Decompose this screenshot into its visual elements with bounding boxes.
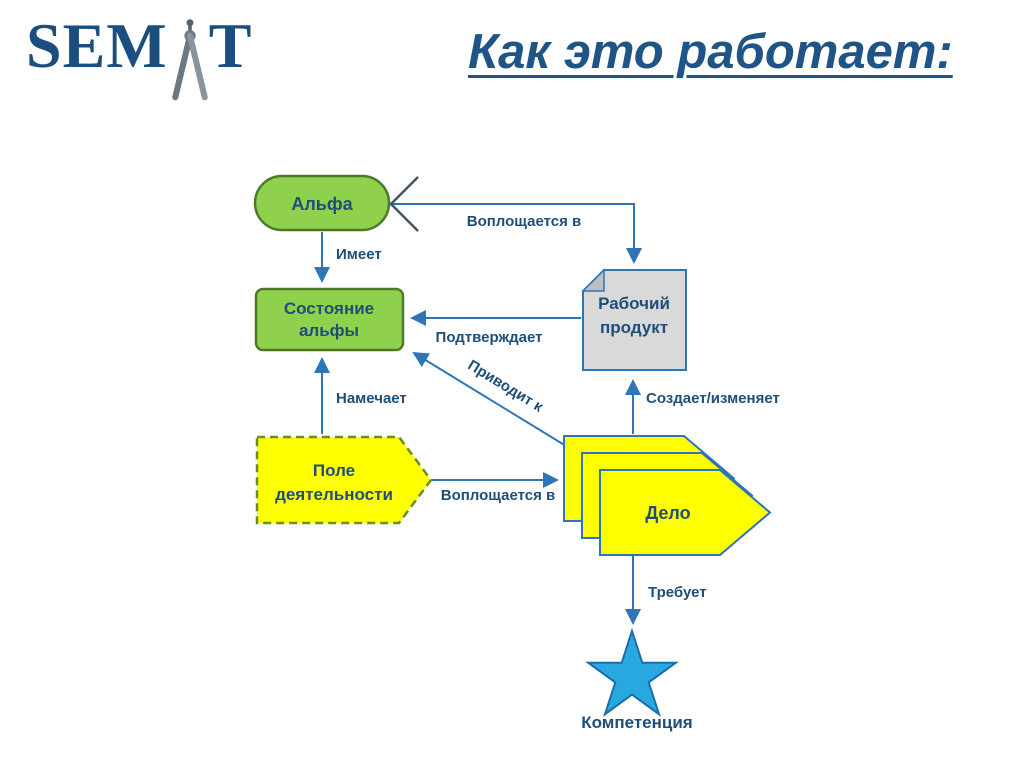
edge-label-outlines: Намечает [336,390,407,407]
edge-label-requires: Требует [648,584,707,601]
many-fork-icon [389,176,419,232]
alpha-node-label: Альфа [291,194,353,214]
activity-space-node [255,435,433,525]
edge-label-has: Имеет [336,246,382,263]
edge-label-confirms: Подтверждает [436,329,543,346]
work-product-fold-icon [581,268,605,292]
page-title: Как это работает: [468,25,953,79]
competency-label: Компетенция [581,713,692,732]
alpha-state-label-line2: альфы [299,321,359,340]
logo-text-t: T [208,10,253,81]
work-product-label-line2: продукт [600,318,668,337]
alpha-state-label-line1: Состояние [284,299,374,318]
work-product-label-line1: Рабочий [598,294,670,313]
competency-star-icon [585,627,679,717]
edge-label-leads-to: Приводит к [465,357,547,416]
work-item-label: Дело [645,503,690,523]
edge-label-creates-changes: Создает/изменяет [646,390,780,407]
alpha-node [253,174,391,232]
alpha-state-node [254,287,405,352]
semat-logo: SEM T [26,14,252,106]
logo-text-sem: SEM [26,10,168,81]
edge-label-embodied-in-top: Воплощается в [467,213,582,230]
activity-space-label-line1: Поле [313,461,355,480]
edge-label-embodied-in-bottom: Воплощается в [441,487,556,504]
activity-space-label-line2: деятельности [275,485,393,504]
work-item-node-front [599,469,772,556]
connector-embodied-in-top [391,203,642,264]
connector-leads-to [412,351,567,447]
compass-icon [171,19,208,101]
